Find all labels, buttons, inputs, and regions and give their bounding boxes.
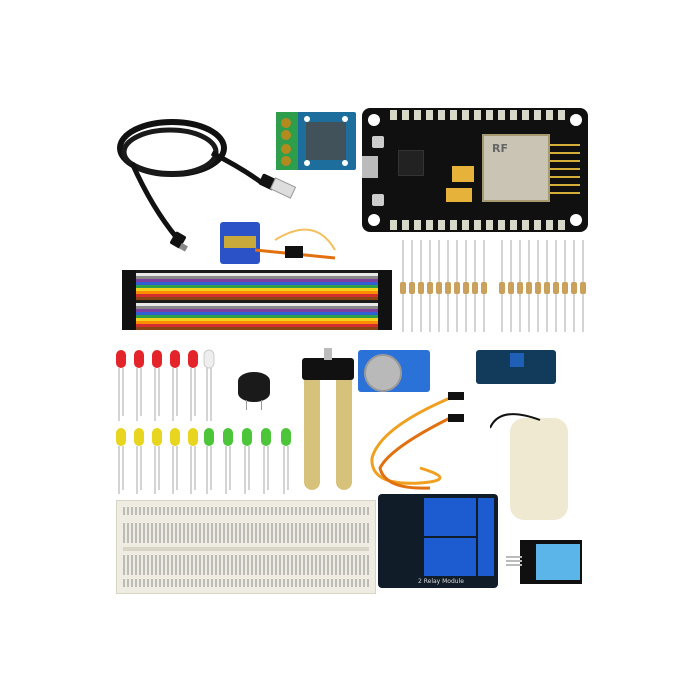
- reset-button: [372, 136, 384, 148]
- resistors: [398, 240, 588, 332]
- relay-2: [424, 538, 476, 576]
- esp-module-shield: RF: [482, 134, 550, 202]
- sensor-module: [476, 350, 556, 384]
- relay-module: 2 Relay Module: [378, 494, 498, 588]
- soil-prong-right: [336, 380, 352, 490]
- ribbon-left-connectors: [122, 270, 136, 330]
- buzzer: [238, 372, 270, 402]
- dht11-sensor: [520, 540, 582, 584]
- relay-board-label: 2 Relay Module: [418, 578, 464, 585]
- yellow-green-leds-icon: [116, 428, 291, 494]
- micro-usb-port: [362, 156, 378, 178]
- servo-wire-icon: [255, 228, 336, 260]
- antenna: [550, 138, 580, 194]
- usb-chip: [398, 150, 424, 176]
- usb-cable-icon: [117, 119, 297, 252]
- pin-header-bottom: [390, 220, 565, 230]
- pin-header-top: [390, 110, 565, 120]
- water-pump: [510, 418, 568, 520]
- usb-cable: [112, 108, 312, 268]
- ribbon-right-connectors: [378, 270, 392, 330]
- relay-1: [424, 498, 476, 536]
- nodemcu-board: RF: [362, 108, 588, 232]
- pump-wire-icon: [490, 413, 541, 429]
- micro-servo: [220, 222, 260, 264]
- wire-pair-icon: [370, 392, 464, 490]
- rf-label: RF: [492, 142, 508, 155]
- breadboard: [116, 500, 376, 594]
- motor-driver-module: [276, 112, 356, 170]
- resistors-icon: [400, 240, 586, 332]
- gas-sensor: [358, 350, 430, 392]
- red-leds-icon: [116, 349, 215, 421]
- soil-prong-left: [304, 380, 320, 490]
- flash-button: [372, 194, 384, 206]
- jumper-wire-ribbon: [122, 270, 392, 330]
- soil-moisture-sensor: [302, 348, 354, 498]
